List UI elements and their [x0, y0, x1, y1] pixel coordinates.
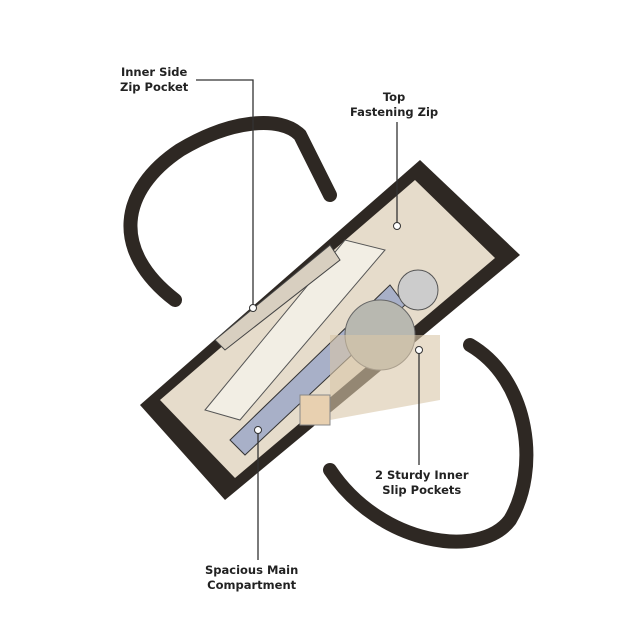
- callout-main-compartment: Spacious Main Compartment: [205, 563, 298, 593]
- callout-text: Top: [382, 90, 406, 104]
- callout-text: 2 Sturdy Inner: [375, 468, 469, 482]
- callout-dots: [249, 222, 423, 434]
- callout-text: Spacious Main: [205, 563, 299, 577]
- callout-lines: [196, 79, 420, 560]
- callout-text: Compartment: [207, 578, 297, 592]
- callout-top-fastening-zip: Top Fastening Zip: [350, 90, 438, 120]
- callout-inner-side-zip-pocket: Inner Side Zip Pocket: [120, 65, 188, 95]
- callout-text: Inner Side: [120, 65, 188, 79]
- callout-text: Fastening Zip: [350, 105, 439, 119]
- handles: [123, 116, 534, 549]
- bag-body: [140, 160, 520, 500]
- callout-slip-pockets: 2 Sturdy Inner Slip Pockets: [375, 468, 469, 498]
- callout-text: Slip Pockets: [382, 483, 462, 497]
- callout-text: Zip Pocket: [120, 80, 189, 94]
- bag-contents: [204, 239, 440, 456]
